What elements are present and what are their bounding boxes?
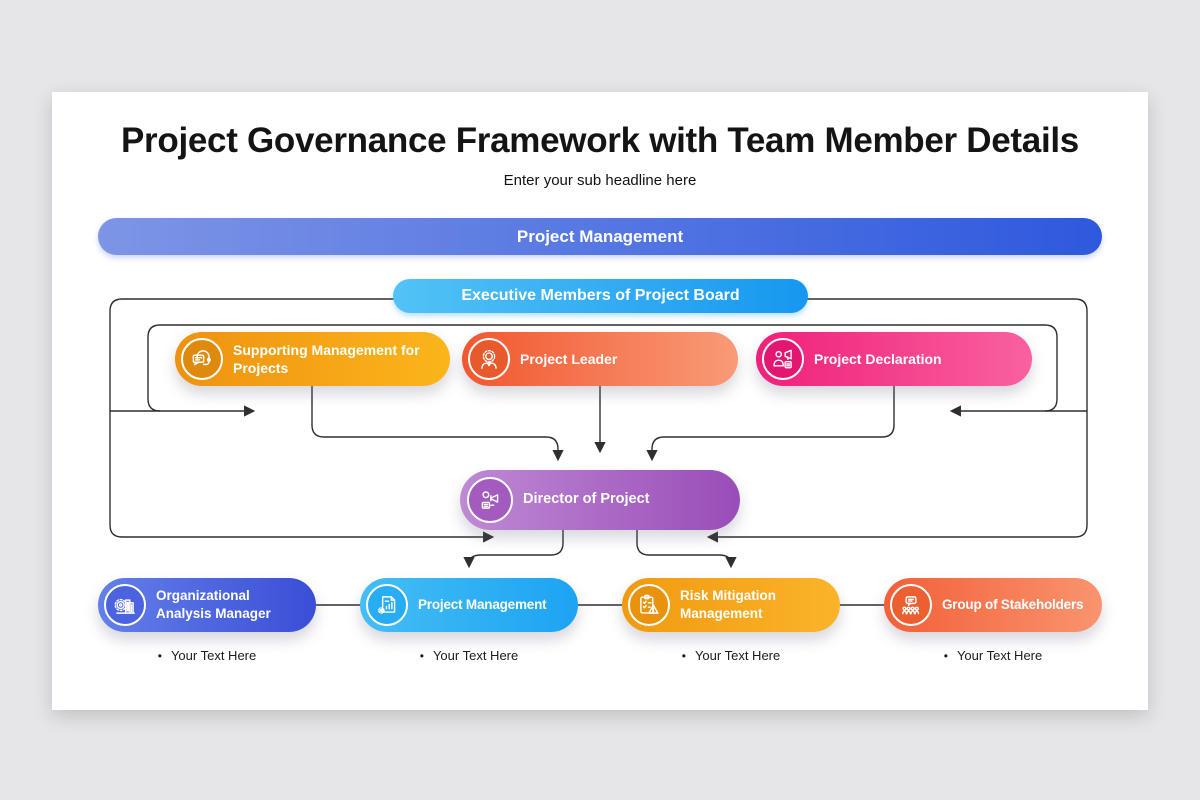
node-project-declaration[interactable]: Project Declaration: [756, 332, 1032, 386]
banner-project-management[interactable]: Project Management: [98, 218, 1102, 255]
node-risk-mitigation-management[interactable]: Risk Mitigation Management: [622, 578, 840, 632]
gear-building-icon: [104, 584, 146, 626]
node-label: Organizational Analysis Manager: [156, 588, 271, 621]
bullet-icon: •: [157, 649, 162, 663]
node-label: Group of Stakeholders: [942, 597, 1084, 613]
node-organizational-analysis-manager[interactable]: Organizational Analysis Manager: [98, 578, 316, 632]
note-risk-mitigation[interactable]: • Your Text Here: [622, 648, 840, 663]
note-text: Your Text Here: [956, 648, 1043, 663]
support-chat-headset-icon: [181, 338, 223, 380]
node-label: Supporting Management for Projects: [233, 341, 420, 376]
banner-project-management-label: Project Management: [516, 226, 684, 246]
note-stakeholders[interactable]: • Your Text Here: [884, 648, 1102, 663]
node-label: Director of Project: [523, 491, 650, 508]
award-leader-icon: [468, 338, 510, 380]
node-label: Project Declaration: [814, 350, 942, 367]
node-label: Project Leader: [520, 350, 618, 367]
node-project-management[interactable]: Project Management: [360, 578, 578, 632]
note-text: Your Text Here: [432, 648, 519, 663]
note-project-management[interactable]: • Your Text Here: [360, 648, 578, 663]
page-subtitle: Enter your sub headline here: [503, 172, 697, 189]
node-label: Risk Mitigation Management: [680, 588, 777, 621]
node-label: Project Management: [418, 597, 547, 613]
node-director-of-project[interactable]: Director of Project: [460, 470, 740, 530]
bullet-icon: •: [943, 649, 948, 663]
bullet-icon: •: [419, 649, 424, 663]
page-title: Project Governance Framework with Team M…: [121, 121, 1079, 160]
banner-executive-board-label: Executive Members of Project Board: [461, 287, 740, 304]
clipboard-warning-icon: [628, 584, 670, 626]
announcement-person-icon: [762, 338, 804, 380]
node-project-leader[interactable]: Project Leader: [462, 332, 738, 386]
stakeholder-group-icon: [890, 584, 932, 626]
banner-executive-board[interactable]: Executive Members of Project Board: [393, 279, 808, 313]
node-supporting-management[interactable]: Supporting Management for Projects: [175, 332, 450, 386]
bullet-icon: •: [681, 649, 686, 663]
director-megaphone-icon: [467, 477, 513, 523]
document-chart-gear-icon: [366, 584, 408, 626]
note-organizational[interactable]: • Your Text Here: [98, 648, 316, 663]
note-text: Your Text Here: [694, 648, 781, 663]
node-group-of-stakeholders[interactable]: Group of Stakeholders: [884, 578, 1102, 632]
note-text: Your Text Here: [170, 648, 257, 663]
